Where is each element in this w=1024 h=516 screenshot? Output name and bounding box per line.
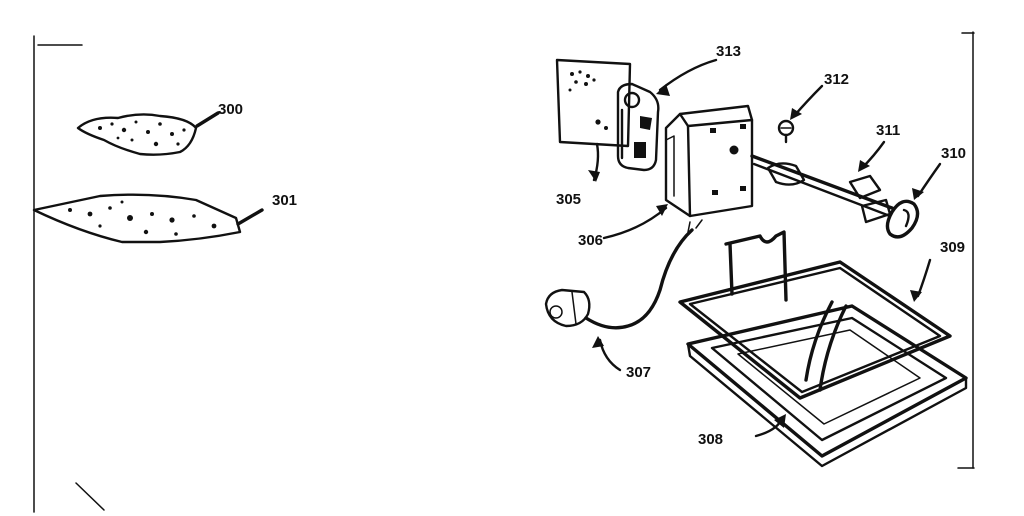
part-306-box [664,104,754,218]
part-300-doily [76,111,220,156]
label-306: 306 [578,232,603,249]
label-308: 308 [698,431,723,448]
part-309-rack [678,230,952,400]
part-307-cord [544,219,703,330]
label-309: 309 [940,239,965,256]
part-308-pan [686,304,968,468]
label-312: 312 [824,71,849,88]
label-313: 313 [716,43,741,60]
part-310-clip [885,199,920,239]
part-313-motor [616,82,660,172]
label-300: 300 [218,101,243,118]
label-310: 310 [941,145,966,162]
label-301: 301 [272,192,297,209]
arrowheads [588,84,924,428]
part-311-rod [750,154,894,224]
part-312-screw [777,119,795,144]
frame-lines [33,31,975,513]
label-311: 311 [876,122,900,139]
label-307: 307 [626,364,651,381]
part-305-plate [555,58,632,148]
label-305: 305 [556,191,581,208]
part-301-mat [32,193,264,244]
